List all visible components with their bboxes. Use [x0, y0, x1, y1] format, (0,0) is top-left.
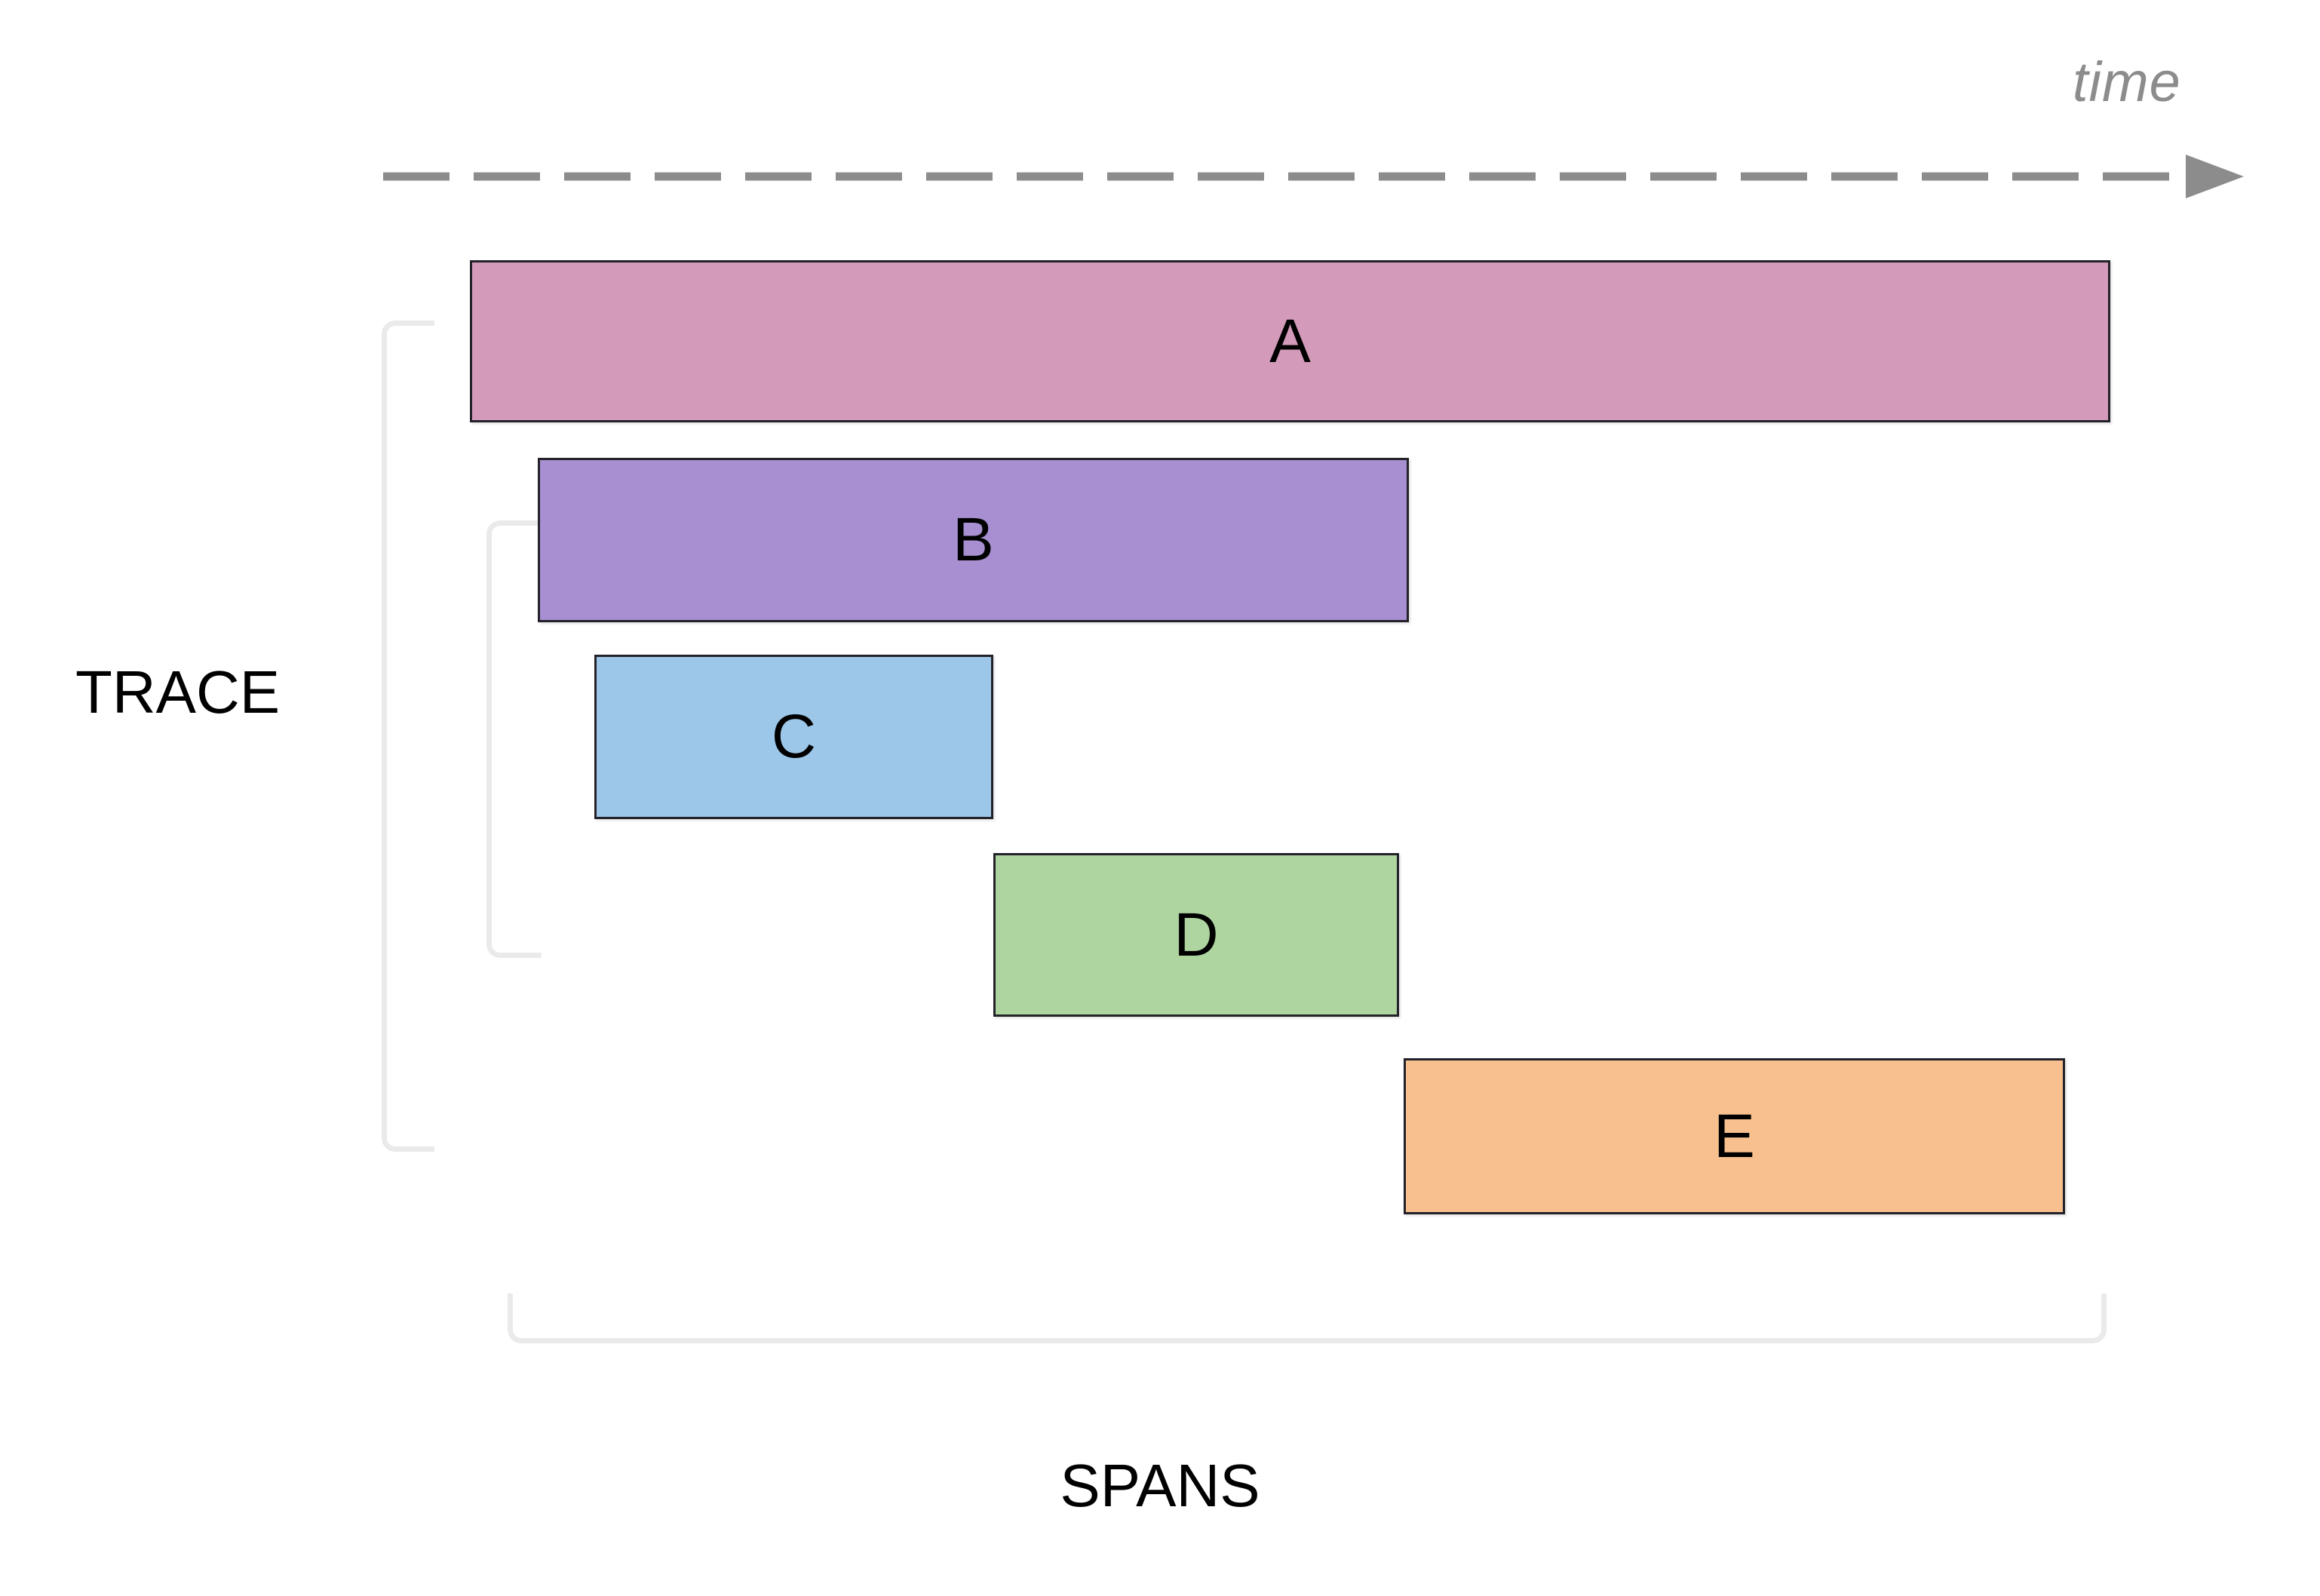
- time-axis-arrowhead: [2186, 155, 2244, 198]
- span-bar-e[interactable]: E: [1404, 1058, 2065, 1214]
- spans-group-label: SPANS: [1060, 1452, 1260, 1519]
- span-label-a: A: [1269, 306, 1311, 376]
- span-label-d: D: [1174, 900, 1219, 969]
- span-bar-a[interactable]: A: [470, 260, 2110, 422]
- time-axis-arrow: [383, 155, 2244, 198]
- span-label-c: C: [771, 702, 817, 771]
- trace-group-label: TRACE: [75, 658, 281, 726]
- span-label-b: B: [953, 505, 994, 574]
- spans-bracket: [508, 1294, 2107, 1343]
- span-bar-b[interactable]: B: [538, 458, 1409, 622]
- span-bar-c[interactable]: C: [594, 655, 993, 819]
- span-bar-d[interactable]: D: [993, 853, 1399, 1017]
- trace-bracket: [382, 321, 434, 1152]
- span-label-e: E: [1714, 1101, 1755, 1171]
- child-spans-bracket: [486, 520, 542, 958]
- time-axis-label: time: [2073, 51, 2181, 113]
